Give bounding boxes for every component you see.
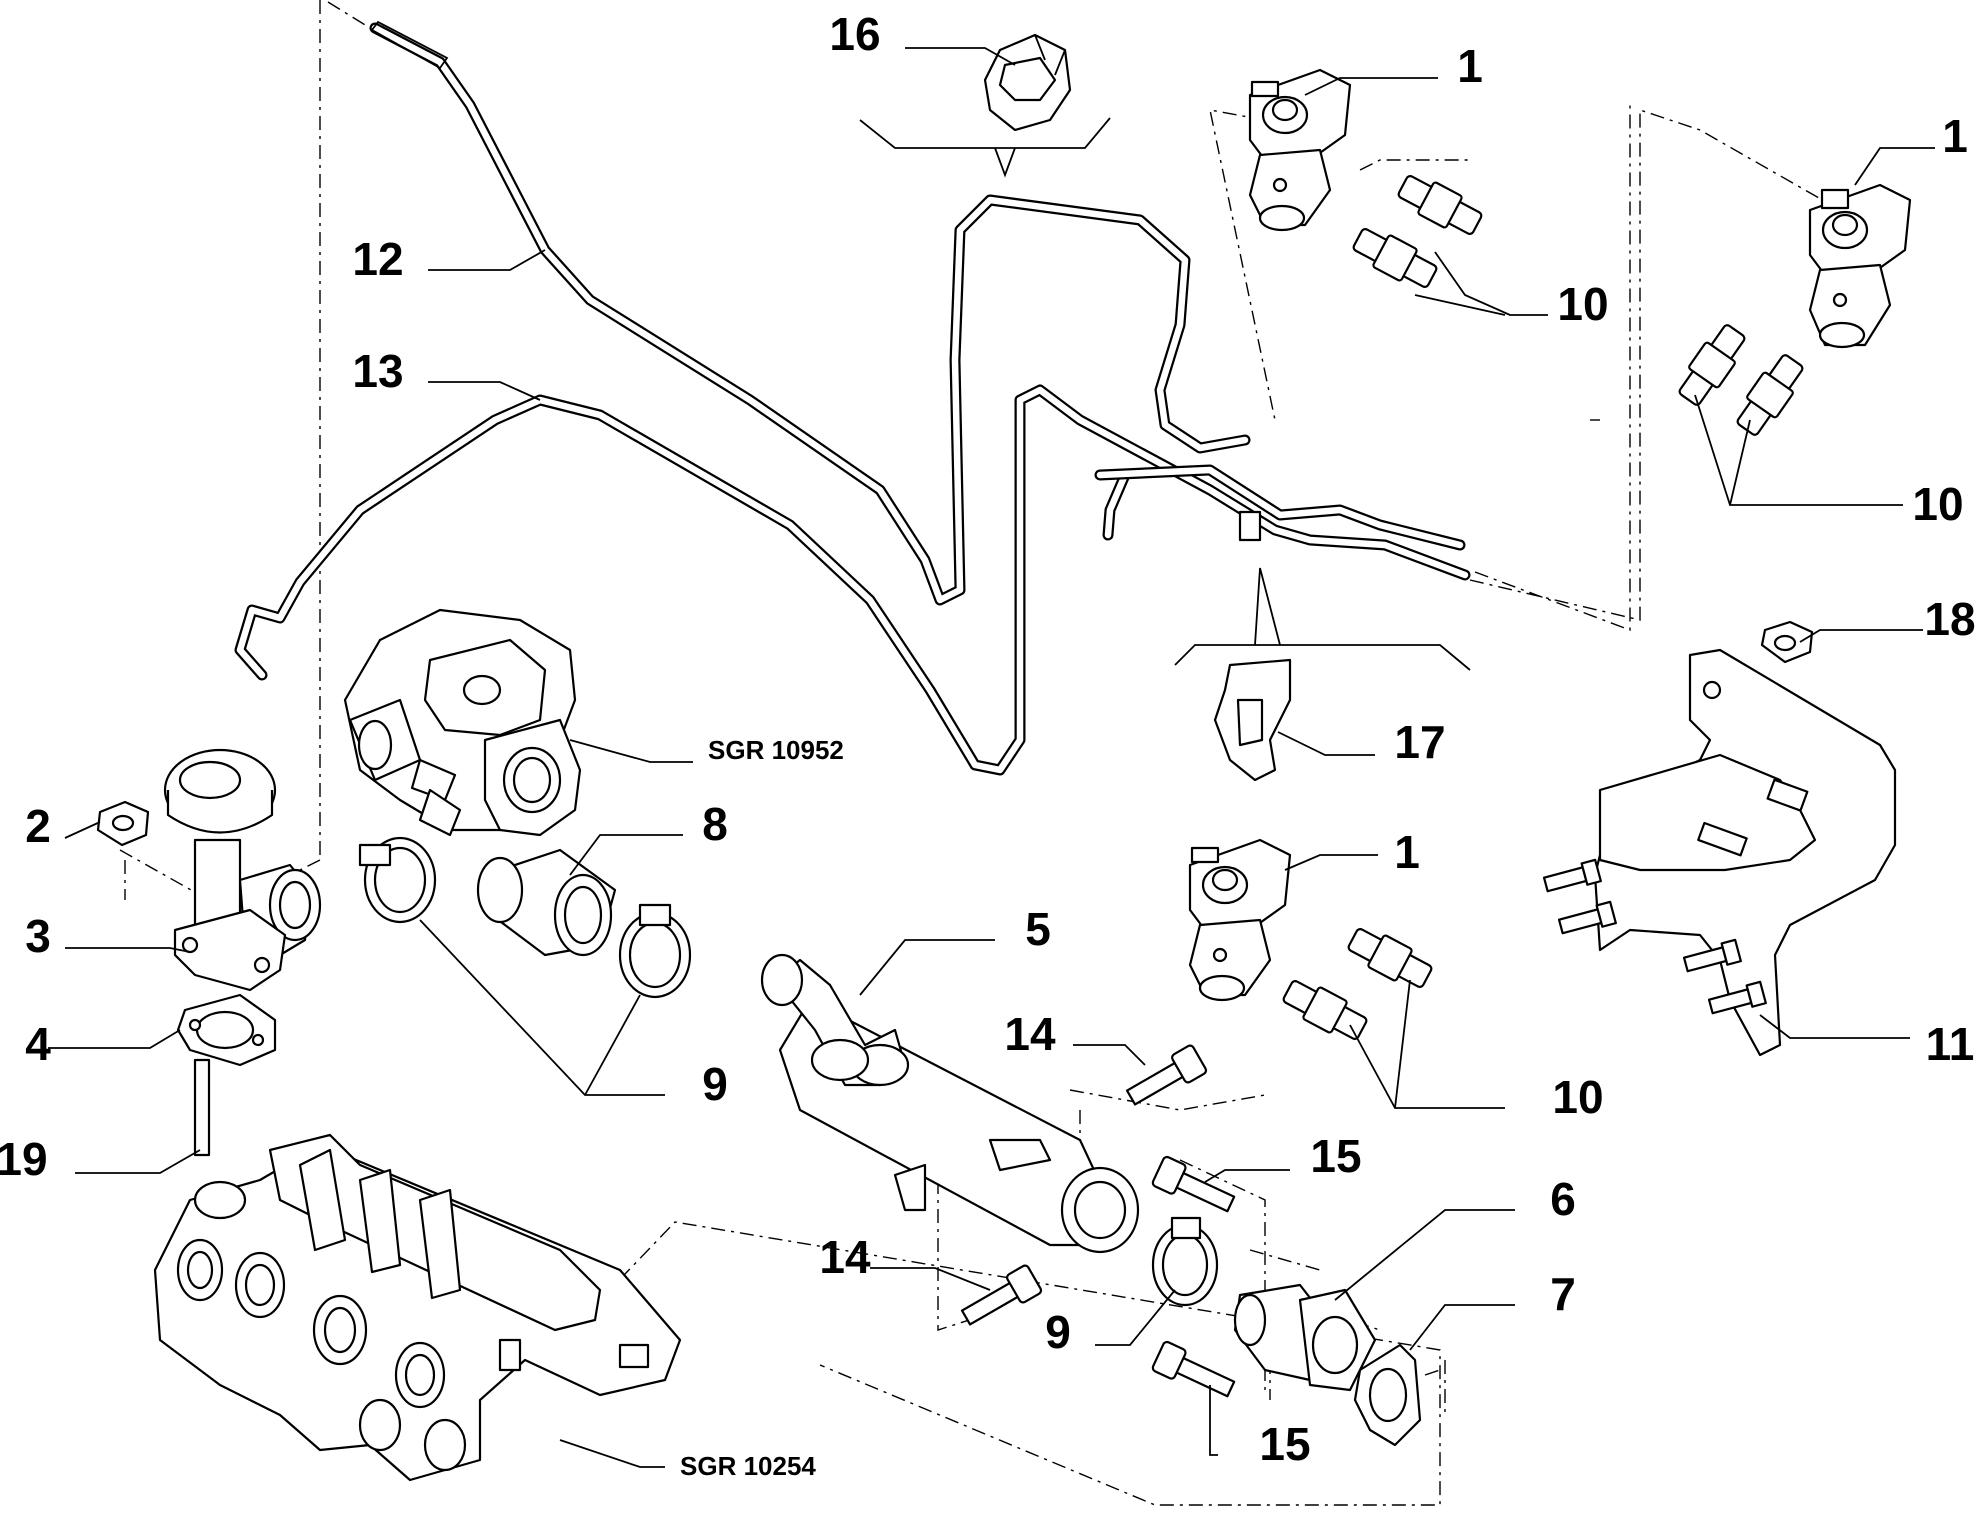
check-valves-10-top: [1352, 174, 1483, 289]
screw-15-lower: [1151, 1340, 1236, 1398]
solenoid-valve-1-lower: [1188, 838, 1292, 1002]
callout-1-top: 1: [1457, 40, 1483, 92]
callout-17: 17: [1394, 716, 1445, 768]
egr-valve-3: [163, 748, 322, 992]
intake-hose-8: [476, 848, 617, 957]
stud-19: [193, 1058, 211, 1157]
callout-10-lower: 10: [1552, 1071, 1603, 1123]
hose-clip-17: [1213, 658, 1292, 782]
ref-intake-manifold-label: SGR 10254: [680, 1451, 816, 1481]
intake-manifold: [153, 1133, 682, 1482]
gasket-7: [1353, 1343, 1422, 1447]
callout-18: 18: [1924, 593, 1975, 645]
callout-7: 7: [1550, 1268, 1576, 1320]
bracket-leader-16: [859, 117, 1111, 178]
callout-4: 4: [25, 1018, 51, 1070]
callout-5: 5: [1025, 903, 1051, 955]
clamp-9-lower: [1151, 1216, 1219, 1307]
callout-12: 12: [352, 233, 403, 285]
callout-2: 2: [25, 800, 51, 852]
callout-3: 3: [25, 910, 51, 962]
leader-lines: [48, 47, 1935, 1468]
hose-12: [369, 20, 1251, 606]
hose-13: [234, 384, 1471, 776]
check-valves-10-lower: [1282, 927, 1433, 1041]
callout-1-lower: 1: [1394, 826, 1420, 878]
clamp-9-center: [618, 903, 692, 999]
solenoid-valve-1-top: [1248, 68, 1352, 232]
reference-labels: SGR 10952 SGR 10254: [680, 735, 844, 1481]
callout-16: 16: [829, 8, 880, 60]
callout-labels: 16 1 1 12 10 13 10 18 17 2 8 1 3 5 4 9 1…: [0, 8, 1976, 1470]
callout-8: 8: [702, 798, 728, 850]
callout-13: 13: [352, 345, 403, 397]
ref-throttle-body-label: SGR 10952: [708, 735, 844, 765]
callout-6: 6: [1550, 1173, 1576, 1225]
callout-9-center: 9: [702, 1058, 728, 1110]
callout-14-upper: 14: [1004, 1008, 1056, 1060]
screw-15-upper: [1151, 1155, 1236, 1213]
egr-cooler-5: [760, 953, 1140, 1254]
callout-14-lower: 14: [819, 1231, 871, 1283]
callout-15-lower: 15: [1259, 1418, 1310, 1470]
callout-10-top: 10: [1557, 278, 1608, 330]
solenoid-valve-1-right: [1808, 183, 1912, 349]
hose-clip-band: [1238, 510, 1262, 542]
throttle-body: [343, 608, 582, 837]
gasket-4: [176, 993, 277, 1067]
mounting-bracket-11: [1542, 648, 1897, 1057]
callout-15-upper: 15: [1310, 1130, 1361, 1182]
nut-2: [96, 800, 150, 847]
callout-1-right: 1: [1942, 110, 1968, 162]
bracket-leader-17: [1174, 567, 1471, 671]
clamp-9-left: [358, 836, 437, 924]
callout-11: 11: [1926, 1018, 1975, 1070]
hose-clip-16: [983, 33, 1072, 132]
callout-10-right: 10: [1912, 478, 1963, 530]
egr-pipe-6: [1233, 1283, 1377, 1392]
callout-19: 19: [0, 1133, 48, 1185]
check-valves-10-right: [1678, 324, 1804, 436]
screw-14-upper: [1125, 1044, 1208, 1106]
screw-14-lower: [960, 1264, 1043, 1326]
nut-18: [1760, 620, 1814, 664]
callout-9-lower: 9: [1045, 1306, 1071, 1358]
